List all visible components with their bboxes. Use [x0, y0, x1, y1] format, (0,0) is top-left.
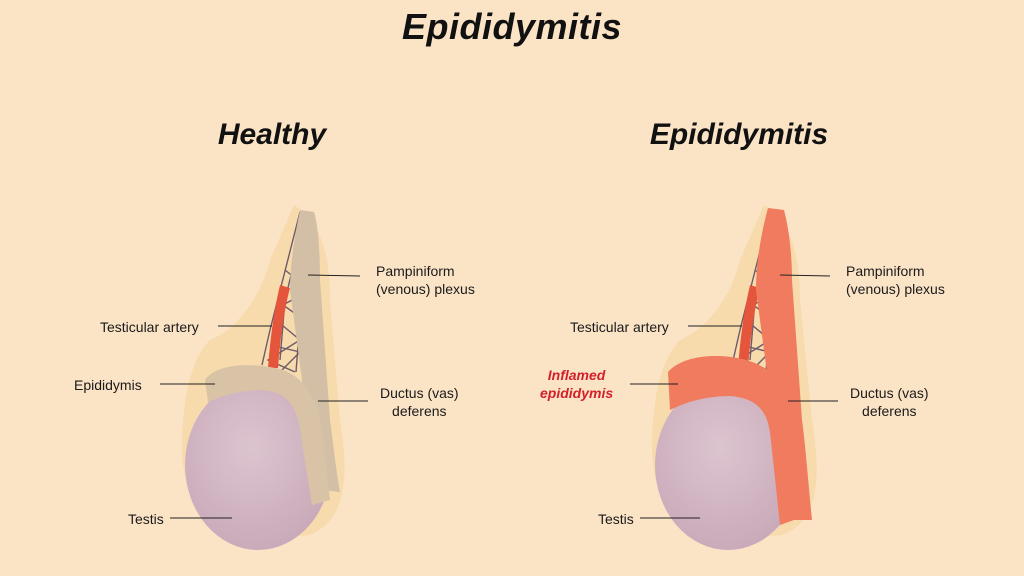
healthy-testicular-artery — [268, 285, 290, 368]
label-testicular-artery-healthy: Testicular artery — [100, 319, 199, 335]
healthy-testis — [185, 380, 331, 550]
inflamed-epididymis — [668, 356, 808, 525]
label-pampiniform-healthy: Pampiniform (venous) plexus — [376, 263, 475, 297]
label-testicular-artery-inflamed: Testicular artery — [570, 319, 669, 335]
healthy-ductus-deferens — [290, 210, 340, 492]
label-inflamed-epididymis: Inflamed epididymis — [540, 367, 614, 401]
healthy-heading: Healthy — [217, 118, 327, 151]
inflamed-anatomy — [651, 205, 817, 550]
label-ductus-inflamed: Ductus (vas) deferens — [850, 385, 929, 419]
diagram-title: Epididymitis — [401, 6, 623, 47]
leader-lines — [160, 274, 838, 519]
inflamed-testicular-artery — [738, 285, 760, 368]
healthy-epididymis — [205, 365, 330, 505]
label-pampiniform-inflamed: Pampiniform (venous) plexus — [846, 263, 945, 297]
inflamed-testis — [655, 380, 801, 550]
epididymitis-heading: Epididymitis — [649, 118, 829, 151]
label-testis-inflamed: Testis — [598, 511, 634, 527]
healthy-anatomy — [181, 205, 345, 550]
label-epididymis-healthy: Epididymis — [74, 377, 142, 393]
label-ductus-healthy: Ductus (vas) deferens — [380, 385, 459, 419]
label-testis-healthy: Testis — [128, 511, 164, 527]
